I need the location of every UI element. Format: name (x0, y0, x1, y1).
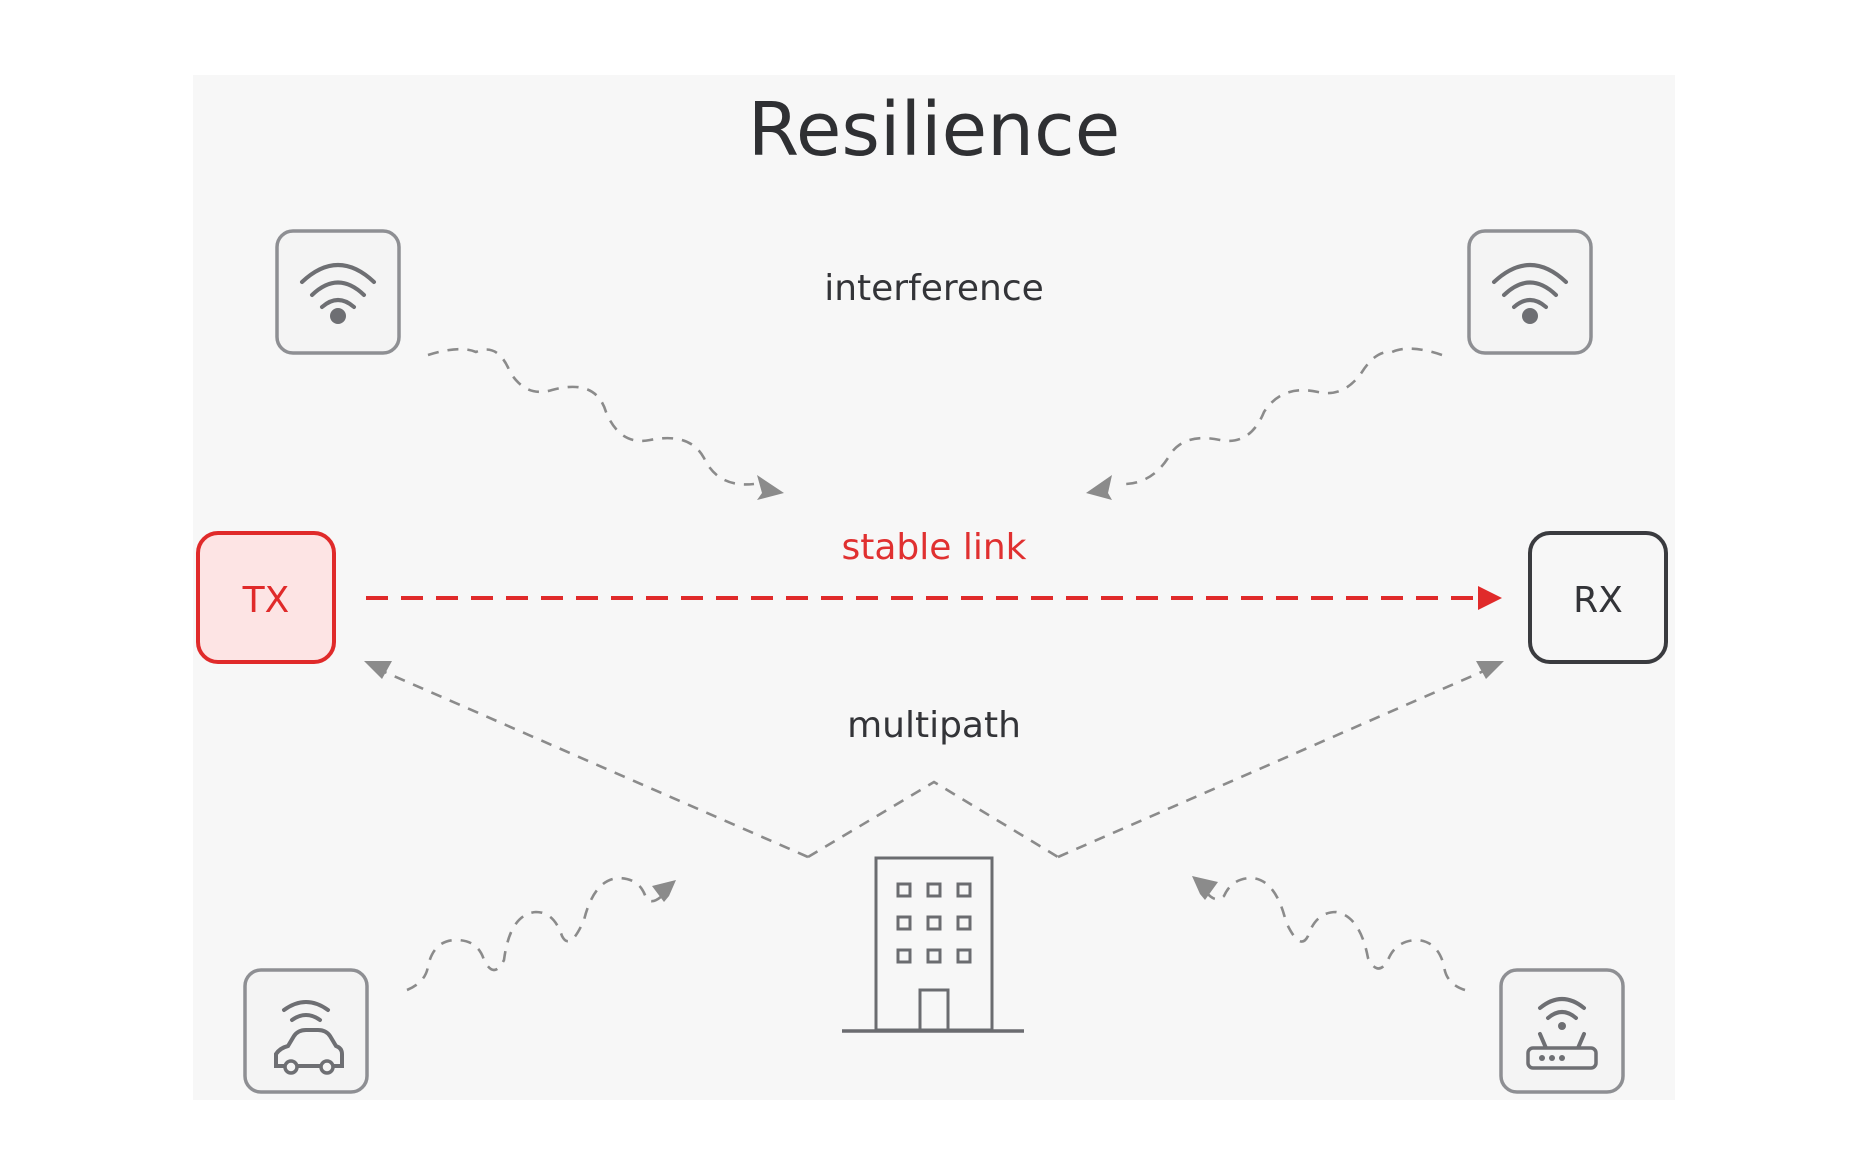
interferer-wifi-top-right (1467, 229, 1593, 355)
interferer-tile (1467, 229, 1593, 355)
stable-link-label: stable link (841, 527, 1026, 568)
interference-wave-bottom-left (406, 876, 676, 992)
diagram-title: Resilience (748, 87, 1121, 173)
building-icon (842, 856, 1024, 1033)
multipath-path-left (364, 661, 809, 859)
wifi-icon (1492, 263, 1568, 324)
tx-node: TX (196, 531, 336, 664)
interferer-router-bottom-right (1499, 968, 1625, 1094)
interferer-wifi-top-left (275, 229, 401, 355)
interference-label: interference (824, 268, 1044, 309)
multipath-path-right (1057, 661, 1504, 859)
interference-wave-top-right (1086, 347, 1443, 500)
tx-label: TX (242, 580, 290, 621)
car-icon (274, 1000, 344, 1075)
multipath-label: multipath (847, 705, 1021, 746)
wifi-icon (300, 263, 376, 324)
interference-wave-top-left (427, 347, 784, 500)
interferer-tile (275, 229, 401, 355)
interferer-tile (1499, 968, 1625, 1094)
rx-label: RX (1573, 580, 1623, 621)
interference-wave-bottom-right (1192, 876, 1466, 992)
interferer-car-bottom-left (243, 968, 369, 1094)
multipath-path-roof (807, 780, 1059, 859)
stable-link-arrow (366, 586, 1502, 610)
rx-node: RX (1528, 531, 1668, 664)
router-icon (1526, 997, 1598, 1070)
